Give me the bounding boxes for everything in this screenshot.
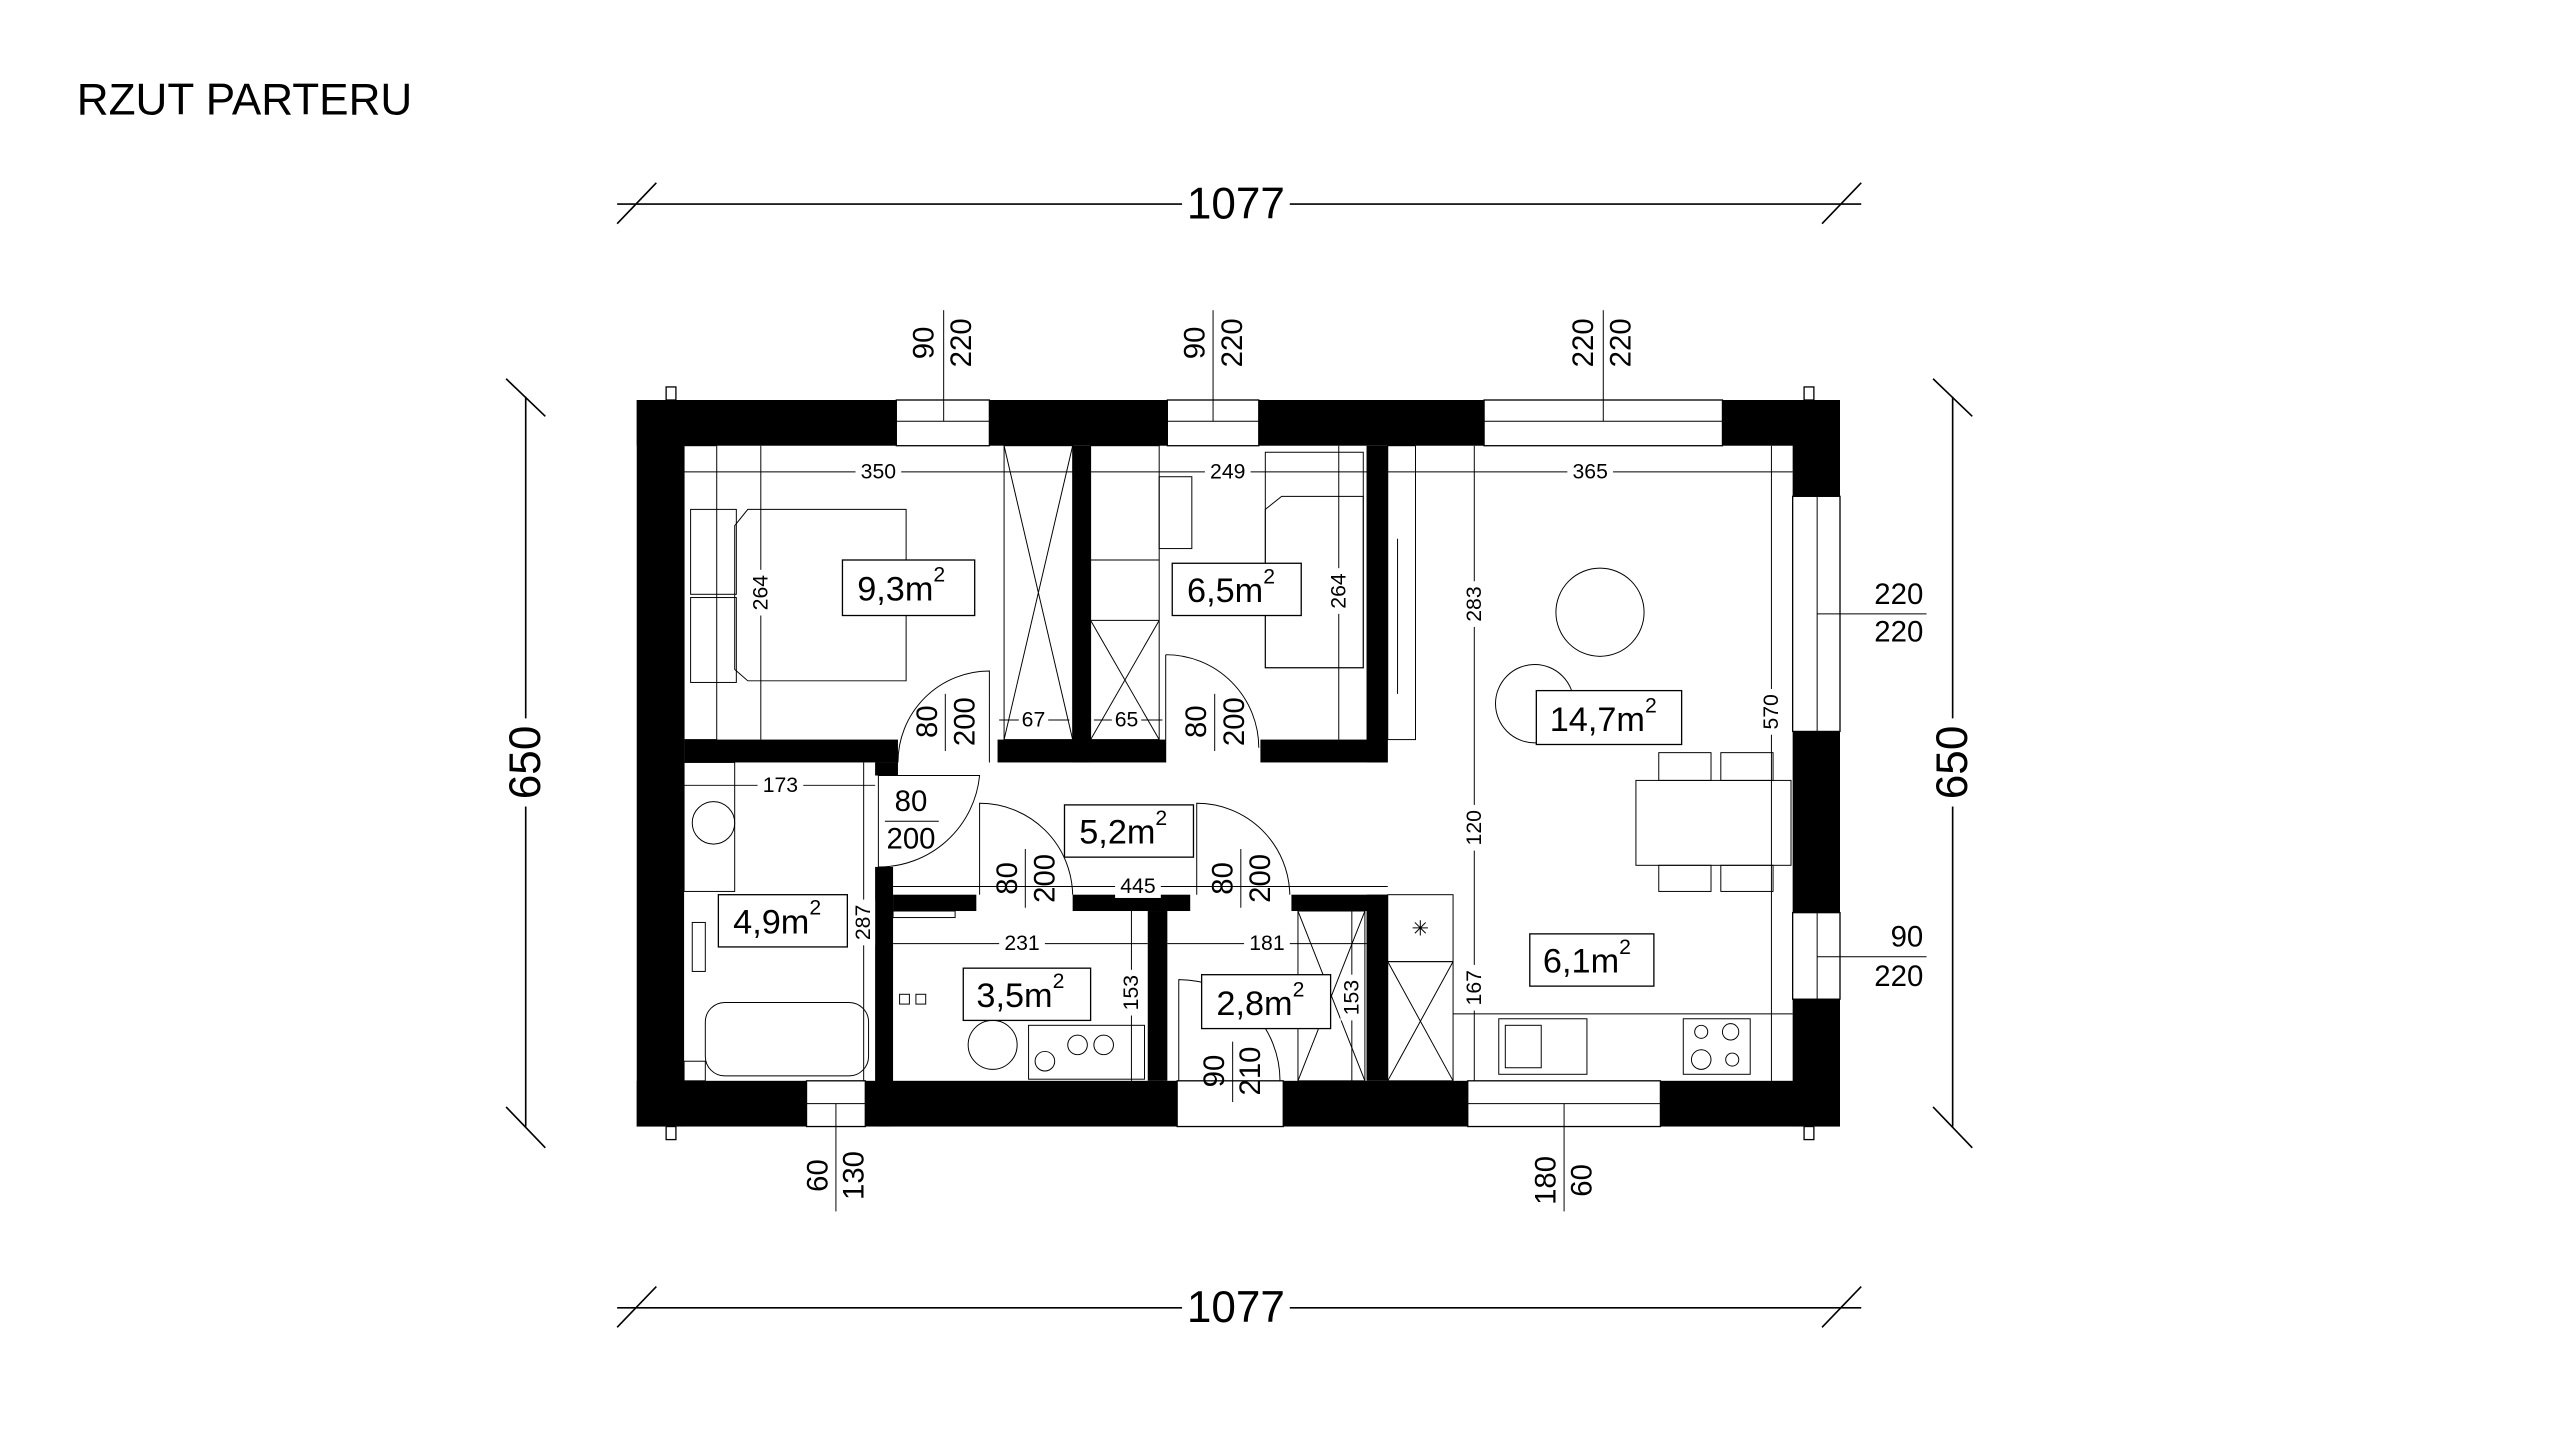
svg-text:220: 220 — [1216, 318, 1249, 367]
room-label-bedroom2: 6,5m2 — [1171, 562, 1302, 617]
svg-text:220: 220 — [1874, 578, 1923, 611]
svg-text:5,2m2: 5,2m2 — [1079, 806, 1167, 851]
svg-text:130: 130 — [837, 1151, 870, 1200]
svg-text:90: 90 — [1179, 327, 1212, 360]
dimension-bottom: 1077 — [616, 1283, 1862, 1332]
window — [1792, 912, 1841, 1000]
svg-text:90: 90 — [1198, 1055, 1231, 1088]
svg-text:80: 80 — [991, 862, 1024, 895]
svg-text:200: 200 — [1028, 854, 1061, 903]
svg-text:80: 80 — [1180, 705, 1213, 738]
door-bedroom2 — [1165, 654, 1260, 763]
furniture: ✳ — [683, 445, 1793, 1082]
room-label-utility: 3,5m2 — [962, 967, 1092, 1022]
entrance-threshold — [1176, 1080, 1284, 1128]
svg-text:3,5m2: 3,5m2 — [976, 970, 1064, 1015]
svg-text:90: 90 — [1891, 921, 1924, 954]
svg-text:220: 220 — [1874, 960, 1923, 993]
dim-bottom-label: 1077 — [1187, 1283, 1285, 1332]
svg-text:120: 120 — [1463, 810, 1486, 845]
svg-text:80: 80 — [911, 705, 944, 738]
dim-right-label: 650 — [1928, 726, 1977, 800]
svg-text:220: 220 — [945, 318, 978, 367]
svg-text:167: 167 — [1463, 970, 1486, 1005]
svg-text:220: 220 — [1605, 318, 1638, 367]
room-label-bedroom1: 9,3m2 — [841, 559, 976, 617]
svg-text:153: 153 — [1340, 980, 1363, 1015]
svg-text:6,1m2: 6,1m2 — [1543, 935, 1631, 980]
svg-text:173: 173 — [763, 774, 798, 797]
svg-text:220: 220 — [1567, 318, 1600, 367]
fridge-icon: ✳ — [1412, 917, 1430, 940]
walls — [636, 400, 1840, 1127]
svg-text:570: 570 — [1760, 694, 1783, 729]
room-label-hall: 5,2m2 — [1063, 804, 1195, 858]
svg-text:4,9m2: 4,9m2 — [733, 896, 821, 941]
svg-text:80: 80 — [895, 785, 928, 818]
svg-text:445: 445 — [1120, 875, 1155, 898]
svg-text:2,8m2: 2,8m2 — [1216, 978, 1304, 1023]
window-labels: 90 220 90 220 220 220 220 220 90 220 60 … — [801, 310, 1927, 1212]
window — [895, 399, 991, 447]
svg-text:264: 264 — [749, 575, 772, 611]
room-label-wc: 2,8m2 — [1200, 974, 1332, 1030]
door-wc — [1196, 802, 1291, 895]
svg-text:60: 60 — [801, 1159, 834, 1192]
svg-text:67: 67 — [1022, 708, 1046, 731]
svg-text:80: 80 — [1206, 862, 1239, 895]
dimension-left: 650 — [501, 378, 550, 1149]
svg-text:200: 200 — [887, 823, 936, 856]
svg-text:220: 220 — [1874, 615, 1923, 648]
dim-left-label: 650 — [501, 726, 550, 800]
dimension-top: 1077 — [616, 180, 1862, 229]
svg-text:65: 65 — [1115, 708, 1139, 731]
svg-text:365: 365 — [1573, 460, 1608, 483]
svg-text:14,7m2: 14,7m2 — [1550, 694, 1657, 739]
svg-text:9,3m2: 9,3m2 — [857, 563, 945, 608]
dimension-right: 650 — [1928, 378, 1977, 1149]
door-bedroom1 — [897, 670, 990, 763]
plan-title: RZUT PARTERU — [77, 75, 413, 124]
svg-text:264: 264 — [1327, 573, 1350, 609]
svg-text:283: 283 — [1463, 586, 1486, 621]
door-bathroom — [877, 775, 981, 868]
room-label-living: 14,7m2 — [1535, 689, 1683, 746]
svg-text:181: 181 — [1249, 932, 1284, 955]
svg-text:350: 350 — [861, 460, 896, 483]
corner-marker — [665, 1125, 677, 1141]
corner-marker — [665, 386, 677, 401]
room-labels: 9,3m2 6,5m2 14,7m2 5,2m2 4,9m2 3,5m2 2,8… — [717, 559, 1683, 1030]
door-utility — [979, 802, 1074, 895]
svg-text:200: 200 — [1218, 697, 1251, 746]
corner-marker — [1803, 386, 1815, 401]
dim-top-label: 1077 — [1187, 180, 1285, 229]
room-label-bathroom: 4,9m2 — [717, 894, 848, 948]
svg-text:6,5m2: 6,5m2 — [1187, 565, 1275, 610]
interior-dimensions: 350 249 365 264 264 283 120 167 570 67 6… — [684, 445, 1793, 1081]
svg-text:287: 287 — [852, 905, 875, 940]
svg-text:180: 180 — [1530, 1156, 1563, 1205]
svg-text:210: 210 — [1234, 1047, 1267, 1096]
corner-marker — [1803, 1125, 1815, 1141]
svg-text:90: 90 — [908, 327, 941, 360]
svg-text:200: 200 — [948, 697, 981, 746]
svg-text:60: 60 — [1566, 1164, 1599, 1197]
svg-text:249: 249 — [1210, 460, 1245, 483]
svg-text:231: 231 — [1004, 932, 1039, 955]
svg-text:200: 200 — [1244, 854, 1277, 903]
svg-text:153: 153 — [1120, 975, 1143, 1010]
door-labels: 80 200 80 200 80 200 80 200 80 200 90 21… — [884, 693, 1277, 1103]
room-label-kitchen: 6,1m2 — [1529, 933, 1655, 987]
